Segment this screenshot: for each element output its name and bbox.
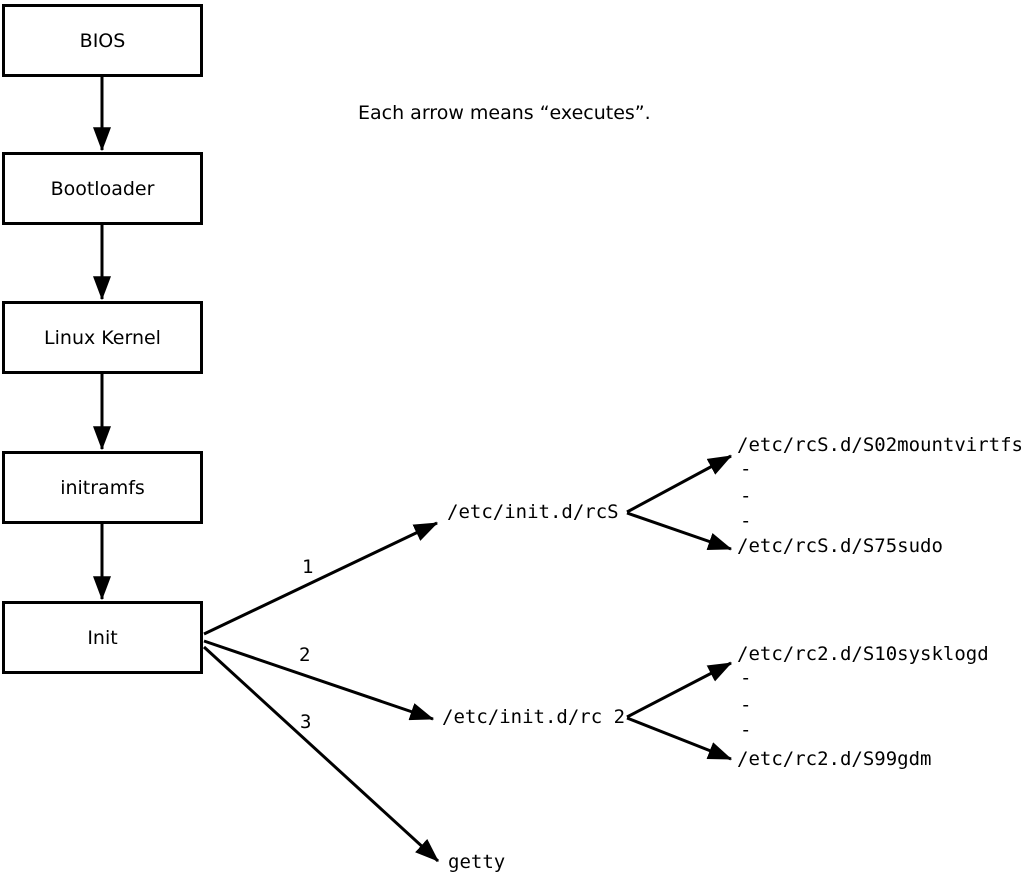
node-rcS: /etc/init.d/rcS xyxy=(447,501,619,523)
edge-label-2: 2 xyxy=(299,644,311,666)
arrow-init-to-rc2 xyxy=(203,639,435,721)
box-linux-kernel-label: Linux Kernel xyxy=(44,326,161,349)
box-bios: BIOS xyxy=(2,4,203,77)
box-bootloader: Bootloader xyxy=(2,152,203,225)
box-linux-kernel: Linux Kernel xyxy=(2,301,203,374)
box-bios-label: BIOS xyxy=(79,29,126,52)
arrow-rcS-to-last xyxy=(626,511,733,551)
arrow-rcS-to-first xyxy=(626,454,733,514)
box-initramfs: initramfs xyxy=(2,451,203,524)
node-rc2-dot: - xyxy=(740,667,752,689)
box-initramfs-label: initramfs xyxy=(60,476,145,499)
arrow-rc2-to-first xyxy=(626,661,733,719)
node-rc2: /etc/init.d/rc 2 xyxy=(442,706,626,728)
edge-label-3: 3 xyxy=(300,711,312,733)
node-rc2-first: /etc/rc2.d/S10sysklogd xyxy=(737,643,989,665)
arrow-init-to-getty xyxy=(202,645,440,863)
node-rc2-dot: - xyxy=(740,719,752,741)
node-rcS-dot: - xyxy=(740,485,752,507)
node-rcS-last: /etc/rcS.d/S75sudo xyxy=(737,535,943,557)
node-rcS-dot: - xyxy=(740,458,752,480)
box-bootloader-label: Bootloader xyxy=(50,177,155,200)
box-init-label: Init xyxy=(87,626,118,649)
node-rcS-dot: - xyxy=(740,510,752,532)
node-getty: getty xyxy=(448,851,506,873)
edge-label-1: 1 xyxy=(302,556,314,578)
arrow-init-to-rcS xyxy=(203,521,439,636)
arrow-rc2-to-last xyxy=(626,716,733,761)
node-rcS-first: /etc/rcS.d/S02mountvirtfs xyxy=(737,434,1023,456)
legend-note: Each arrow means “executes”. xyxy=(358,102,651,124)
node-rc2-last: /etc/rc2.d/S99gdm xyxy=(737,748,932,770)
node-rc2-dot: - xyxy=(740,694,752,716)
box-init: Init xyxy=(2,601,203,674)
